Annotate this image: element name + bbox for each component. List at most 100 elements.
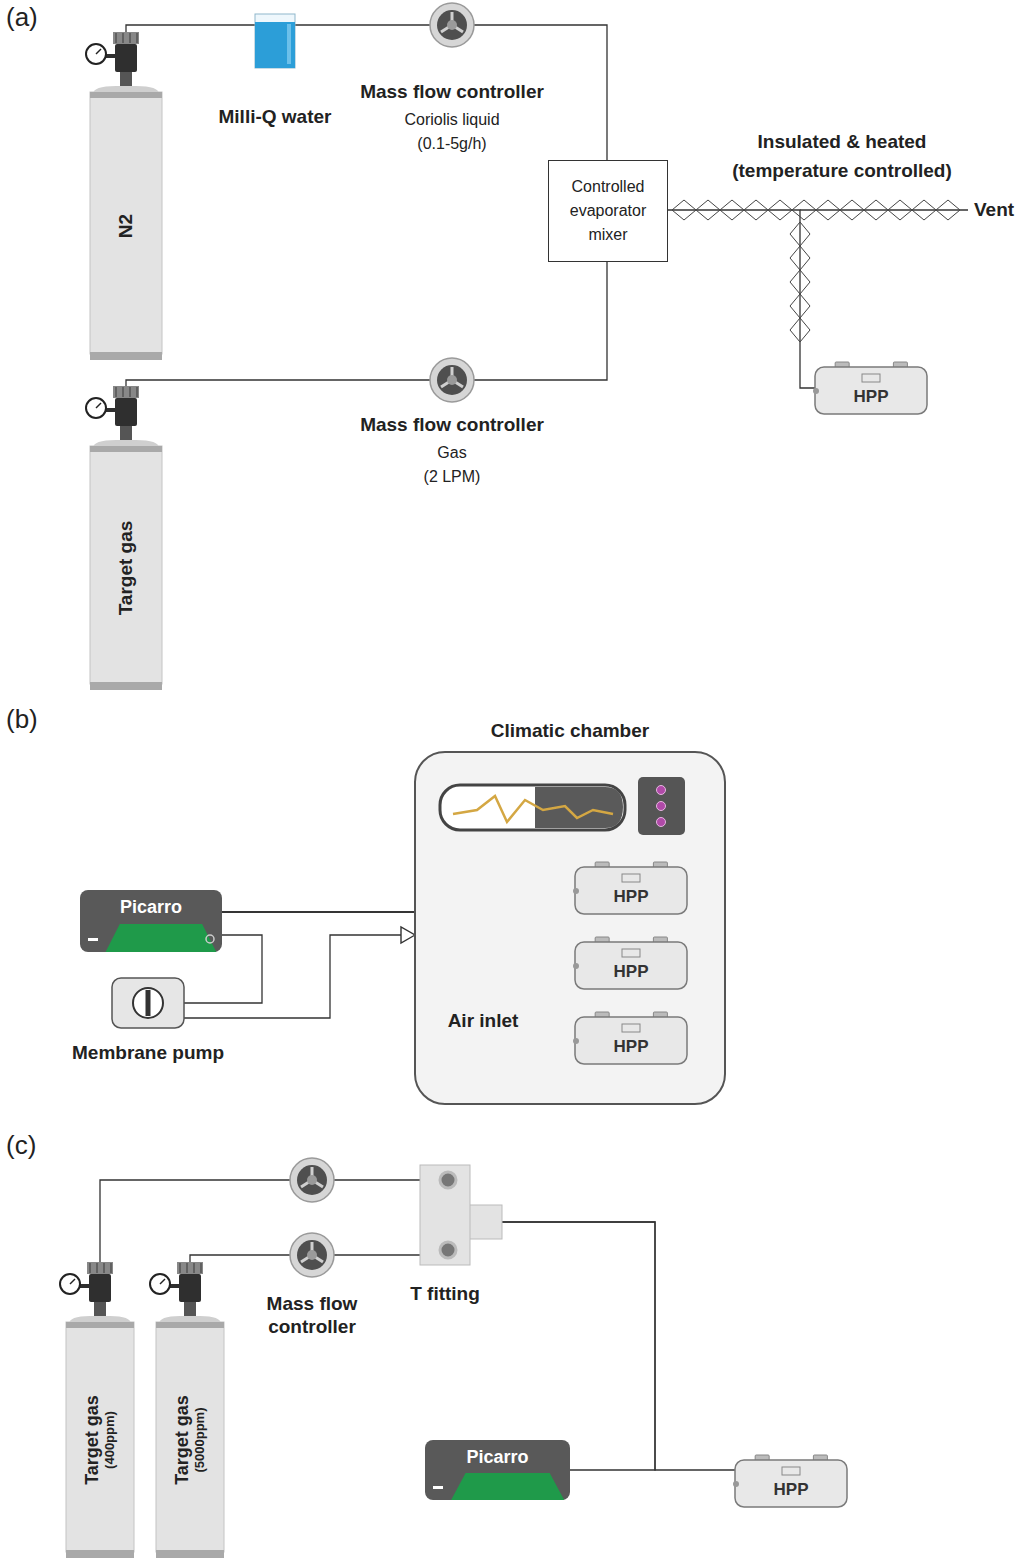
pressure-gauge (86, 44, 106, 64)
valve-body (89, 1274, 111, 1302)
hpp-display (622, 874, 640, 882)
mfc-inner (297, 1165, 327, 1195)
knob-ridge (129, 387, 131, 397)
gauge-needle (70, 1279, 75, 1284)
hpp-node: HPP (575, 1012, 687, 1064)
pipe-connector (126, 25, 255, 32)
gas-cylinder (90, 32, 162, 360)
mfc-hub (307, 1250, 317, 1260)
mfc-node: Mass flow controller (290, 1233, 334, 1277)
cylinder-label: N2 (115, 214, 137, 238)
valve-knob (113, 32, 139, 44)
pipe-connector (100, 1180, 420, 1262)
valve-body (115, 44, 137, 72)
hpp-node: HPP (815, 362, 927, 414)
mfc-caption: Mass flow controllerCoriolis liquid(0.1-… (322, 81, 582, 156)
zigzag-stroke (672, 210, 960, 220)
picarro-dash (433, 1486, 443, 1489)
cylinder-text: N2 (115, 214, 137, 238)
t-fitting-label: T fitting (410, 1283, 480, 1305)
pipe-connector (502, 1222, 655, 1470)
hpp-text: HPP (735, 1480, 847, 1500)
free-label: (a) (6, 2, 38, 33)
t-fitting-stub (468, 1205, 502, 1239)
valve-body (115, 398, 137, 426)
t-fitting (420, 1165, 502, 1265)
arrow-head (401, 927, 415, 943)
knob-ridge (179, 1263, 181, 1273)
knob-ridge (110, 1263, 112, 1273)
mfc-ring (430, 358, 474, 402)
knob-ridge (103, 1263, 105, 1273)
picarro-text: Picarro (425, 1447, 570, 1468)
free-label: (b) (6, 704, 38, 735)
hpp-body (575, 1017, 687, 1064)
mfc-text: Mass flow controller (247, 1293, 377, 1339)
pump-body (112, 978, 184, 1028)
mfc-ring (430, 3, 474, 47)
cylinder-bottom-band (66, 1550, 134, 1558)
mfc-ring (290, 1233, 334, 1277)
valve-knob (87, 1262, 113, 1274)
hpp-node: HPP (735, 1455, 847, 1507)
valve-knob (177, 1262, 203, 1274)
t-fitting-port (440, 1172, 456, 1188)
beaker-glass (255, 14, 295, 68)
valve-knob (113, 386, 139, 398)
pressure-gauge (150, 1274, 170, 1294)
beaker-label: Milli-Q water (219, 106, 332, 128)
cylinder-text: Target gas (82, 1395, 103, 1485)
picarro-dash (88, 938, 98, 941)
hpp-text: HPP (575, 887, 687, 907)
free-label: Air inlet (428, 1010, 538, 1032)
pipe-connector (334, 1254, 420, 1255)
beaker-node: Milli-Q water (255, 14, 295, 68)
hpp-display (622, 949, 640, 957)
hpp-text: HPP (815, 387, 927, 407)
cyl-node: Target gas (90, 386, 162, 690)
mfc-node: Mass flow controllerCoriolis liquid(0.1-… (430, 3, 474, 47)
knob-ridge (193, 1263, 195, 1273)
mfc-caption: Mass flow controllerGas(2 LPM) (322, 414, 582, 489)
valve-neck (120, 70, 132, 86)
picarro-panel (106, 924, 217, 952)
cylinder-label: Target gas(400ppm) (82, 1395, 118, 1485)
hpp-display (862, 374, 880, 382)
mass-flow-controller-icon (290, 1158, 334, 1202)
chamber-node: Climatic chamberHPPHPPHPP (415, 752, 725, 1104)
hpp-port (573, 963, 579, 969)
valve-body (179, 1274, 201, 1302)
knob-ridge (200, 1263, 202, 1273)
knob-ridge (136, 387, 138, 397)
mfc-node: Mass flow controllerGas(2 LPM) (430, 358, 474, 402)
chamber-housing (415, 752, 725, 1104)
cylinder-top-band (90, 446, 162, 452)
cyl-node: Target gas(400ppm) (66, 1262, 134, 1558)
box-node: Controlled evaporator mixer (548, 160, 668, 262)
knob-ridge (115, 33, 117, 43)
knob-ridge (136, 33, 138, 43)
cylinder-body (156, 1322, 224, 1552)
cylinder-text: (5000ppm) (193, 1395, 208, 1485)
cyl-node: Target gas(5000ppm) (156, 1262, 224, 1558)
picarro-body (80, 890, 222, 952)
cylinder-top-band (90, 92, 162, 98)
knob-ridge (129, 33, 131, 43)
knob-ridge (96, 1263, 98, 1273)
mfc-ring (290, 1158, 334, 1202)
chamber-title: Climatic chamber (415, 720, 725, 742)
free-label: (c) (6, 1130, 36, 1161)
mfc-spokes (301, 1242, 323, 1262)
cylinder-text: (400ppm) (103, 1395, 118, 1485)
hpp-text: HPP (575, 1037, 687, 1057)
mfc-text: Gas (322, 441, 582, 465)
pipe-connector (190, 1255, 290, 1262)
pump-dial (133, 988, 163, 1018)
picarro-node: Picarro (425, 1440, 570, 1500)
pressure-gauge (60, 1274, 80, 1294)
mfc-spokes (301, 1167, 323, 1187)
pipe-connector (126, 380, 430, 386)
hpp-port (573, 888, 579, 894)
pump-dial-bar (146, 990, 151, 1016)
